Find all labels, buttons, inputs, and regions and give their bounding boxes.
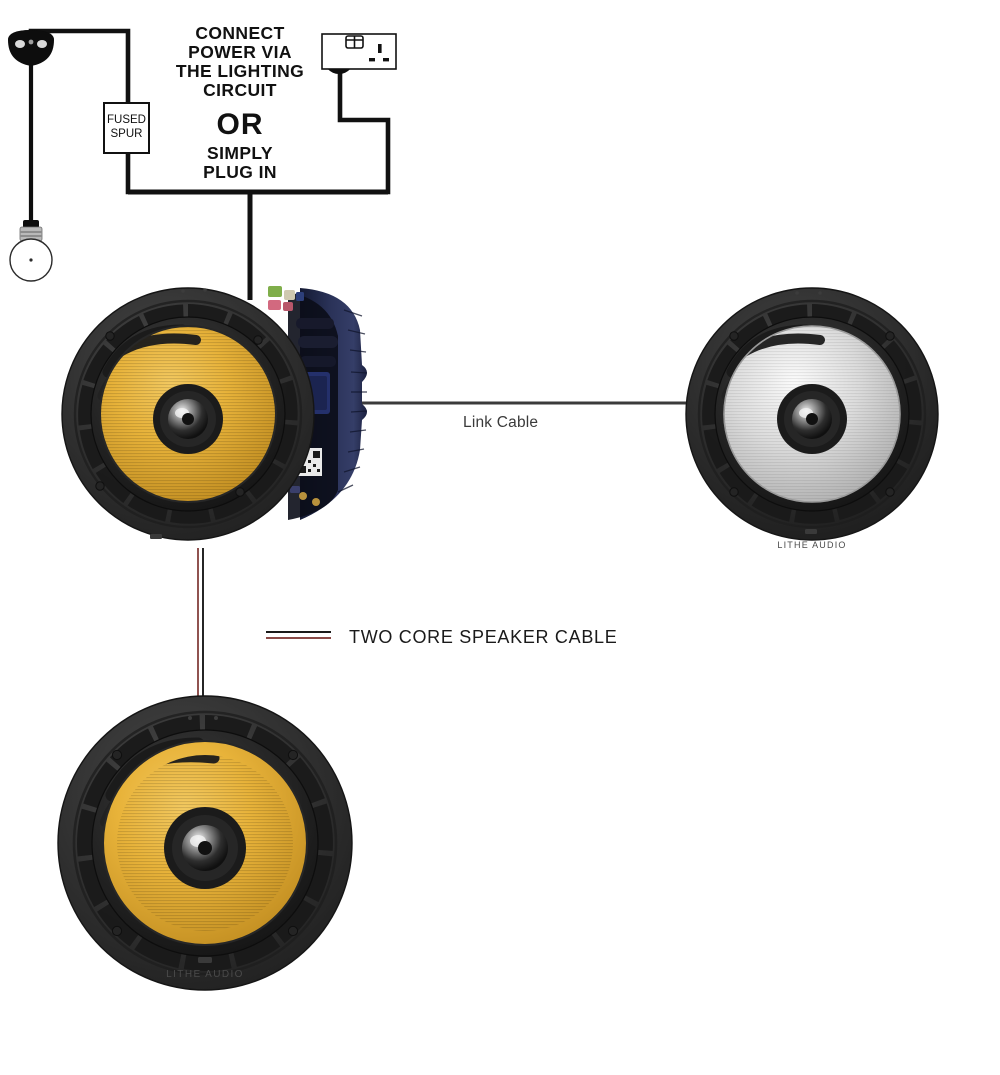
two-core-speaker-cable-label: TWO CORE SPEAKER CABLE [349,627,618,647]
power-instruction-text: CONNECT POWER VIA THE LIGHTING CIRCUIT O… [160,24,320,182]
pendant-bulb [9,238,53,282]
plug-socket-cable [337,69,391,195]
two-core-cable-legend-swatch [266,631,331,639]
speaker-master-graphic [61,286,368,541]
svg-text:LITHE AUDIO: LITHE AUDIO [166,969,244,980]
instruction-or: OR [216,107,264,141]
two-core-speaker-cable-wire [197,548,204,705]
ceiling-rose [8,30,54,66]
fused-spur-box: FUSED SPUR [103,102,150,154]
instruction-line-2: POWER VIA [188,41,292,62]
svg-text:LITHE AUDIO: LITHE AUDIO [777,540,846,550]
instruction-line-5: SIMPLY [207,142,273,163]
power-bus-cable [128,189,388,300]
pendant-lamp-holder [19,220,43,242]
fused-spur-line-2: SPUR [110,128,143,140]
speaker-two-core-graphic: LITHE AUDIO [57,695,353,991]
instruction-line-3: THE LIGHTING [175,60,305,81]
link-cable-label: Link Cable [455,412,547,434]
instruction-line-1: CONNECT [195,23,285,43]
socket-face-details [321,33,397,70]
fused-spur-line-1: FUSED [107,114,146,127]
instruction-line-6: PLUG IN [203,161,277,182]
instruction-line-4: CIRCUIT [203,79,277,100]
speaker-link-graphic: LITHE AUDIO [685,287,939,550]
